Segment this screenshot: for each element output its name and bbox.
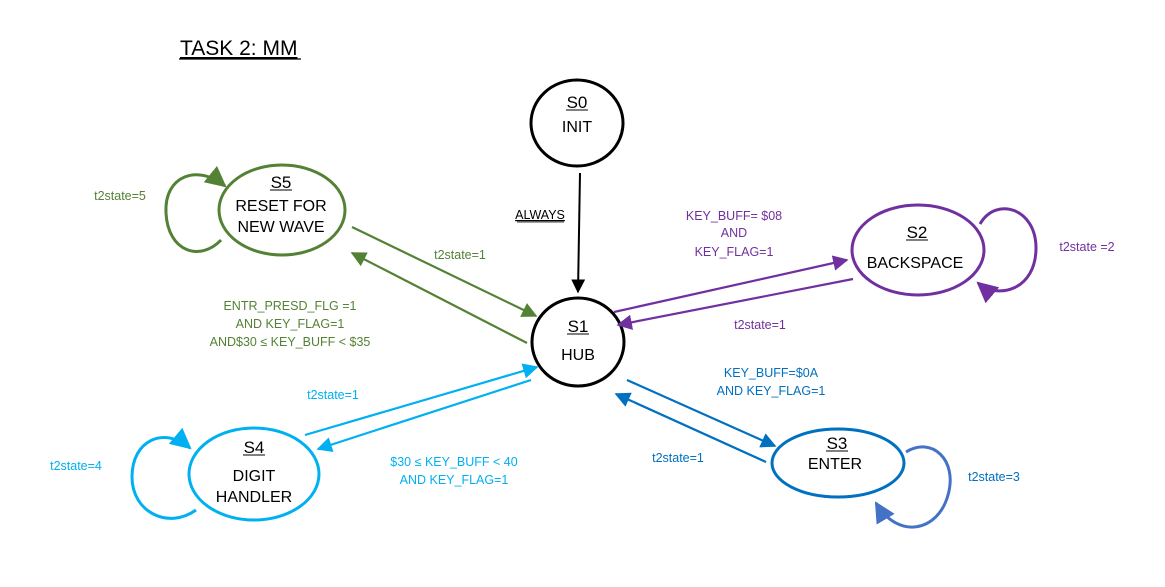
state-s1[interactable]: S1 HUB [530,296,626,388]
label-selfloop-s4: t2state=4 [50,459,102,473]
state-s4-label-line2: HANDLER [216,489,292,506]
state-s2[interactable]: S2 BACKSPACE [850,203,986,297]
label-to-s5-line2: AND KEY_FLAG=1 [236,317,345,331]
state-s0-label: INIT [562,119,592,136]
arrow-s1-to-s5 [350,252,528,344]
state-s4-label-line1: DIGIT [233,468,276,485]
label-to-s4: $30 ≤ KEY_BUFF < 40 AND KEY_FLAG=1 [390,455,517,487]
arrow-s5-to-s1 [351,226,538,317]
label-selfloop-s3: t2state=3 [968,470,1020,484]
state-s0-id: S0 [567,93,588,112]
selfloop-s5 [164,165,227,253]
state-s5[interactable]: S5 RESET FOR NEW WAVE [217,163,347,257]
selfloop-s4 [130,427,197,520]
label-to-s5-line3: AND$30 ≤ KEY_BUFF < $35 [210,335,371,349]
state-s5-label-line2: NEW WAVE [237,219,324,236]
label-to-s4-line2: AND KEY_FLAG=1 [400,473,509,487]
state-s0[interactable]: S0 INIT [529,78,625,168]
label-from-s3: t2state=1 [652,451,704,465]
diagram-title: TASK 2: MM [180,37,297,60]
label-to-s5: ENTR_PRESD_FLG =1 AND KEY_FLAG=1 AND$30 … [210,299,371,349]
label-to-s4-line1: $30 ≤ KEY_BUFF < 40 [390,455,517,469]
state-s1-id: S1 [568,317,589,336]
state-s4-id: S4 [244,438,265,457]
state-s0-circle [529,78,625,168]
state-s5-circle [217,163,347,257]
arrow-s1-to-s3 [626,378,777,448]
state-s2-circle [850,203,986,297]
label-always: ALWAYS [515,208,565,222]
label-to-s3: KEY_BUFF=$0A AND KEY_FLAG=1 [717,366,826,398]
state-s5-id: S5 [271,173,292,192]
label-from-s4: t2state=1 [307,388,359,402]
label-selfloop-s5: t2state=5 [94,189,146,203]
label-to-s5-line1: ENTR_PRESD_FLG =1 [223,299,356,313]
label-to-s3-line2: AND KEY_FLAG=1 [717,384,826,398]
arrow-s2-to-s1 [616,277,854,330]
label-from-s2: t2state=1 [734,318,786,332]
label-selfloop-s2: t2state =2 [1059,240,1114,254]
state-s4-circle [187,426,321,522]
selfloop-s2 [976,207,1038,304]
arrow-s4-to-s1 [304,363,539,437]
arrow-s0-to-s1 [571,172,586,294]
state-s1-circle [530,296,626,388]
label-to-s2-line3: KEY_FLAG=1 [695,245,774,259]
label-to-s3-line1: KEY_BUFF=$0A [724,366,819,380]
label-to-s2-line2: AND [721,226,747,240]
state-s4[interactable]: S4 DIGIT HANDLER [187,426,321,522]
arrow-s1-to-s4 [316,378,532,453]
state-s3-label: ENTER [808,456,862,473]
state-s3-circle [770,427,906,499]
state-s2-id: S2 [907,223,928,242]
state-s1-label: HUB [561,347,595,364]
state-s5-label-line1: RESET FOR [235,198,326,215]
state-s2-label: BACKSPACE [867,255,964,272]
arrow-s1-to-s2 [613,255,849,314]
state-s3[interactable]: S3 ENTER [770,427,906,499]
label-to-s2: KEY_BUFF= $08 AND KEY_FLAG=1 [686,209,782,259]
selfloop-s3 [874,445,952,529]
state-s3-id: S3 [827,434,848,453]
arrow-s3-to-s1 [614,392,767,464]
label-to-s2-line1: KEY_BUFF= $08 [686,209,782,223]
label-from-s5: t2state=1 [434,248,486,262]
